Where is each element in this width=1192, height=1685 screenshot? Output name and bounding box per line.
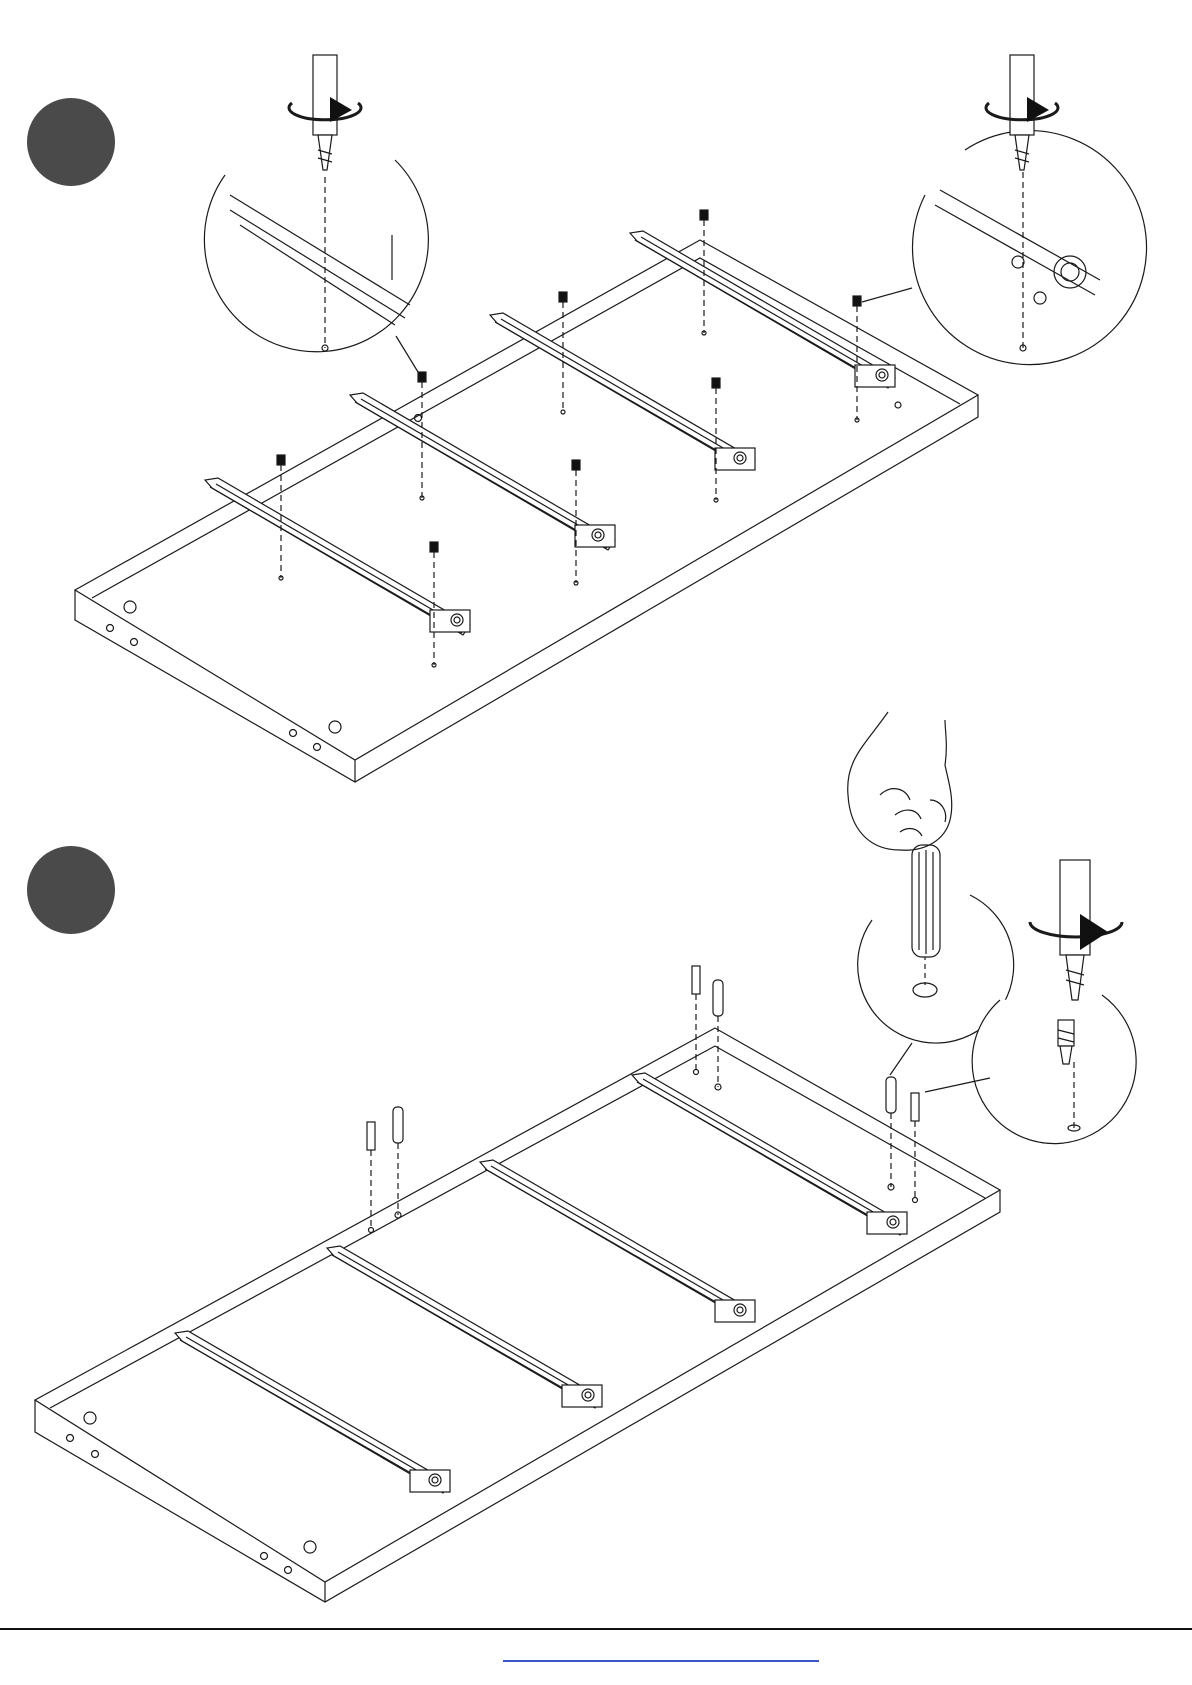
- footer-link-underline[interactable]: [503, 1660, 819, 1662]
- dowel-icon: [912, 845, 940, 957]
- screwdriver-icon: [1030, 860, 1122, 1000]
- step-2-board: [35, 1028, 1000, 1602]
- detail-magnifier-icon: [862, 131, 1147, 365]
- hand-icon: [848, 712, 952, 850]
- detail-magnifier-icon: [204, 160, 428, 372]
- screwdriver-icon: [289, 55, 361, 170]
- step-1-board: [75, 240, 978, 782]
- footer-rule: [0, 1628, 1192, 1630]
- step-1-illustration: [75, 55, 1147, 782]
- step-2-illustration: [35, 712, 1136, 1602]
